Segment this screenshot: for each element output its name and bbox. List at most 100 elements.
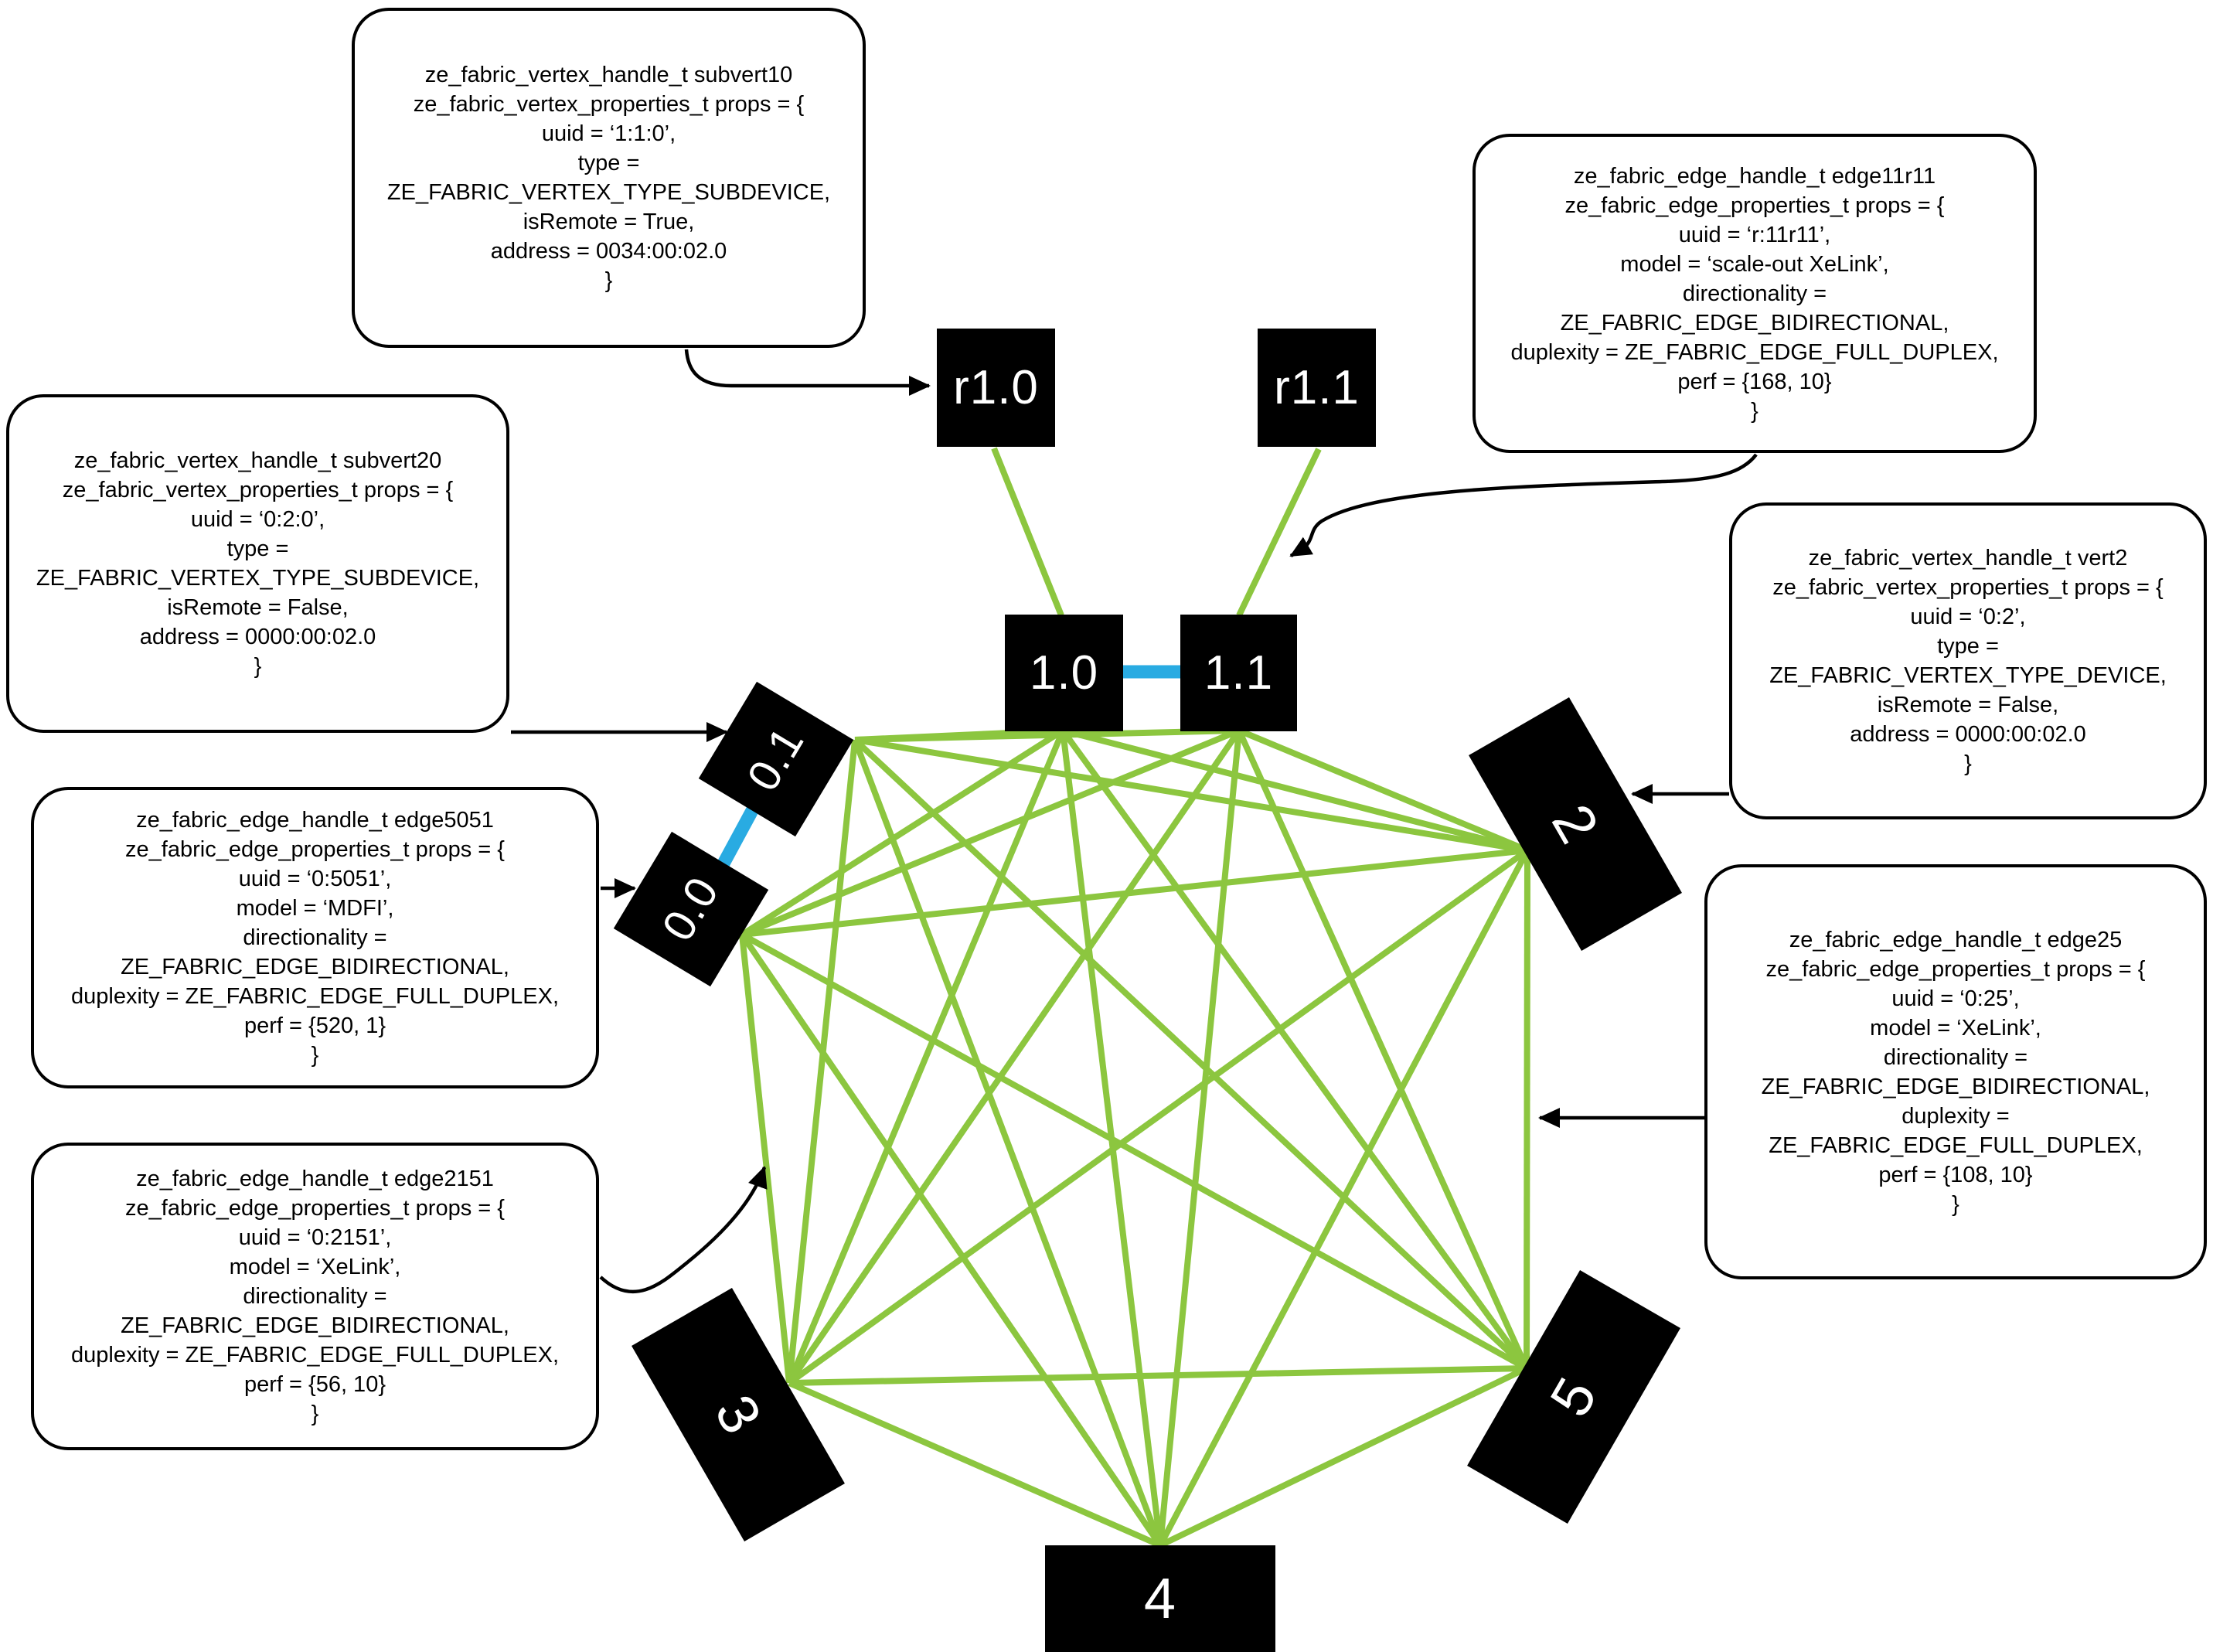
callout-text-line: uuid = ‘0:2’, [1910,605,2026,629]
fabric-edge-0.1-3 [786,739,858,1384]
callout-edge2151: ze_fabric_edge_handle_t edge2151 ze_fabri… [31,1143,599,1450]
fabric-edge-0.0-3 [739,934,792,1384]
vertex-label: 3 [702,1384,775,1445]
callout-text-line: ZE_FABRIC_EDGE_FULL_DUPLEX, [1769,1133,2143,1158]
fabric-edge-2-4 [1157,849,1530,1547]
vertex-label: r1.0 [953,360,1039,414]
callout-text-line: ze_fabric_vertex_handle_t subvert10 [424,63,793,87]
callout-text-line: uuid = ‘1:1:0’, [541,121,676,146]
callout-text-line: perf = {56, 10} [243,1372,386,1397]
callout-text-line: directionality = [243,1284,387,1309]
vertex-label: 5 [1537,1366,1610,1427]
callout-subvert10: ze_fabric_vertex_handle_t subvert10 ze_fa… [352,8,866,348]
callout-text-line: address = 0000:00:02.0 [1850,722,2086,747]
callout-text-line: model = ‘scale-out XeLink’, [1620,251,1889,277]
callout-subvert20: ze_fabric_vertex_handle_t subvert20 ze_fa… [6,394,509,733]
callout-text-line: duplexity = ZE_FABRIC_EDGE_FULL_DUPLEX, [70,984,560,1009]
fabric-edge-3-4 [788,1380,1162,1548]
vertex-label: 0.1 [737,718,814,800]
callout-text-line: perf = {108, 10} [1878,1162,2033,1187]
callout-text-line: ze_fabric_vertex_properties_t props = { [62,478,454,502]
fabric-edge-1.1-5 [1236,729,1530,1370]
callout-text-line: uuid = ‘r:11r11’, [1678,222,1831,247]
callout-text-line: address = 0034:00:02.0 [490,239,727,264]
callout-text-line: ze_fabric_edge_handle_t edge25 [1789,927,2123,952]
callout-text-line: isRemote = False, [1877,693,2059,717]
callout-text-line: } [1952,1191,1959,1217]
callout-text-line: } [311,1402,319,1426]
fabric-edge-0.0-2 [741,847,1528,938]
callout-text-line: } [1964,751,1972,776]
callout-text-line: ze_fabric_edge_handle_t edge11r11 [1573,163,1936,189]
callout-text-line: ZE_FABRIC_EDGE_BIDIRECTIONAL, [1761,1074,2150,1099]
fabric-edge-0.1-5 [853,737,1529,1371]
vertex-node-r1.0: r1.0 [937,329,1055,447]
callout-text-line: } [254,654,262,679]
callout-text-line: uuid = ‘0:25’, [1891,986,2020,1011]
fabric-edge-1.1-4 [1157,730,1242,1546]
fabric-edge-1.0-5 [1060,728,1530,1371]
callout-text-line: ze_fabric_edge_properties_t props = { [125,1196,505,1221]
callout-text-line: ze_fabric_edge_properties_t props = { [1765,956,2146,982]
callout-text-line: type = [1937,634,1999,659]
callout-text-line: uuid = ‘0:5051’, [238,867,392,891]
callout-text-line: ze_fabric_edge_properties_t props = { [1564,192,1945,218]
fabric-edge-1.0-2 [1062,727,1528,853]
callout-text-line: type = [577,151,640,175]
callout-text-line: model = ‘XeLink’, [229,1255,401,1279]
callout-text-line: } [1751,398,1758,424]
vertex-node-1.0: 1.0 [1005,615,1123,731]
vertex-node-1.1: 1.1 [1180,615,1297,731]
callout-text-line: ze_fabric_vertex_handle_t vert2 [1808,546,2128,571]
fabric-edge-4-5 [1159,1365,1528,1548]
callout-text-line: perf = {520, 1} [243,1013,386,1038]
callout-text-line: model = ‘XeLink’, [1870,1015,2041,1041]
callout-text-line: directionality = [1883,1044,2028,1070]
callout-text-line: duplexity = [1901,1103,2010,1129]
fabric-edge-3-5 [788,1365,1527,1386]
callout-text-line: uuid = ‘0:2151’, [238,1225,392,1250]
callout-text-line: ZE_FABRIC_VERTEX_TYPE_SUBDEVICE, [36,566,480,591]
callout-text-line: ZE_FABRIC_VERTEX_TYPE_SUBDEVICE, [386,180,831,205]
callout-text-line: ze_fabric_vertex_properties_t props = { [413,92,805,117]
callout-text-line: ze_fabric_edge_handle_t edge5051 [136,808,494,833]
callout-text-line: perf = {168, 10} [1677,369,1832,394]
callout-text-line: } [604,268,613,293]
vertex-node-4: 4 [1045,1545,1275,1652]
vertex-label: r1.1 [1274,360,1360,414]
callout-text-line: directionality = [1682,281,1827,306]
callout-text-line: ze_fabric_edge_handle_t edge2151 [136,1167,494,1191]
fabric-edge-0.0-5 [741,932,1528,1371]
callout-text-line: duplexity = ZE_FABRIC_EDGE_FULL_DUPLEX, [70,1343,560,1368]
vertex-label: 4 [1143,1566,1177,1630]
fabric-edge-0.0-1.1 [741,727,1241,938]
callout-text-line: ZE_FABRIC_VERTEX_TYPE_DEVICE, [1769,663,2167,688]
callout-text-line: } [311,1043,319,1068]
callout-text-line: duplexity = ZE_FABRIC_EDGE_FULL_DUPLEX, [1510,339,1999,365]
fabric-edge-1.0-4 [1060,730,1163,1546]
vertex-node-r1.1: r1.1 [1258,329,1376,447]
callout-text-line: uuid = ‘0:2:0’, [190,507,325,532]
vertex-label: 1.0 [1029,645,1099,700]
fabric-edge-r1.1-1.1 [1236,448,1322,617]
callout-text-line: model = ‘MDFI’, [236,896,394,921]
callout-text-line: address = 0000:00:02.0 [139,625,376,649]
fabric-edge-1.0-3 [786,729,1066,1385]
callout-text-line: ZE_FABRIC_EDGE_BIDIRECTIONAL, [1560,310,1949,336]
callout-text-line: ZE_FABRIC_EDGE_BIDIRECTIONAL, [121,955,509,979]
fabric-edges-group [711,447,1530,1548]
callout-text-line: ze_fabric_vertex_handle_t subvert20 [73,448,442,473]
fabric-edge-0.0-4 [739,932,1163,1548]
vertex-label: 0.0 [652,868,729,950]
callout-text-line: type = [226,536,289,561]
fabric-edge-r1.0-1.0 [991,447,1064,617]
callout-text-line: isRemote = False, [167,595,349,620]
arrow-subvert10-to-r1.0 [684,349,931,396]
callout-text-line: isRemote = True, [523,209,695,234]
callout-edge11r11: ze_fabric_edge_handle_t edge11r11 ze_fabr… [1472,134,2037,453]
arrow-edge2151-to-xelink-line [599,1166,768,1293]
fabric-edge-1.1-2 [1238,727,1529,853]
